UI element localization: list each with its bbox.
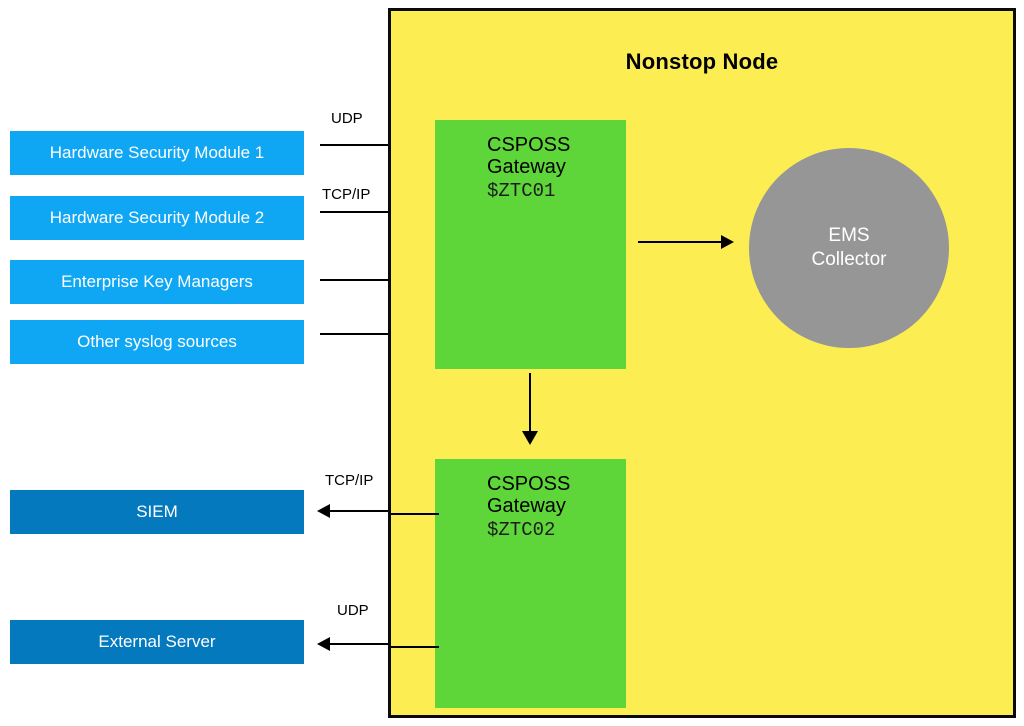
protocol-label-udp-inbound: UDP <box>331 110 363 127</box>
connector-stub-gateway2-to-siem <box>391 513 439 515</box>
connector-line-source-3 <box>320 279 420 281</box>
connector-arrowhead-destination-1 <box>317 504 330 518</box>
gateway-name: CSPOSS Gateway <box>487 473 571 518</box>
connector-arrowhead-gateway-to-collector <box>721 235 734 249</box>
source-box-label: Other syslog sources <box>77 332 237 351</box>
connector-line-destination-2 <box>330 643 430 645</box>
source-box-label: Hardware Security Module 2 <box>49 208 265 227</box>
destination-box-label: SIEM <box>136 502 178 521</box>
connector-stub-gateway2-to-external-server <box>391 646 439 648</box>
protocol-label-tcpip-inbound: TCP/IP <box>322 186 371 203</box>
destination-box-external-server[interactable]: External Server <box>10 620 304 664</box>
source-box-hardware-security-module-1[interactable]: Hardware Security Module 1 <box>10 131 304 175</box>
connector-arrowhead-gateway1-to-gateway2 <box>522 431 538 445</box>
gateway-box-ztc02[interactable]: CSPOSS Gateway $ZTC02 <box>435 459 626 708</box>
connector-line-gateway-to-collector <box>638 241 723 243</box>
connector-arrowhead-destination-2 <box>317 637 330 651</box>
connector-line-source-2 <box>320 211 420 213</box>
connector-line-source-1 <box>320 144 420 146</box>
destination-box-label: External Server <box>98 632 216 651</box>
destination-box-siem[interactable]: SIEM <box>10 490 304 534</box>
gateway-box-ztc01[interactable]: CSPOSS Gateway $ZTC01 <box>435 120 626 369</box>
protocol-label-tcpip-outbound: TCP/IP <box>325 472 374 489</box>
connector-line-gateway1-to-gateway2 <box>529 373 531 433</box>
source-box-other-syslog-sources[interactable]: Other syslog sources <box>10 320 304 364</box>
page-title: Nonstop Node <box>625 49 779 74</box>
source-box-label: Enterprise Key Managers <box>61 272 253 291</box>
gateway-process-name: $ZTC02 <box>487 518 556 541</box>
source-box-label: Hardware Security Module 1 <box>49 143 265 162</box>
gateway-text-block: CSPOSS Gateway $ZTC02 <box>487 473 570 541</box>
gateway-text-block: CSPOSS Gateway $ZTC01 <box>487 134 570 202</box>
source-box-enterprise-key-managers[interactable]: Enterprise Key Managers <box>10 260 304 304</box>
gateway-process-name: $ZTC01 <box>487 179 556 202</box>
protocol-label-udp-outbound: UDP <box>337 602 369 619</box>
connector-line-destination-1 <box>330 510 430 512</box>
ems-collector-circle[interactable]: EMS Collector <box>749 148 949 348</box>
source-box-hardware-security-module-2[interactable]: Hardware Security Module 2 <box>10 196 304 240</box>
nonstop-node-container: Nonstop Node CSPOSS Gateway $ZTC01 CSPOS… <box>388 8 1016 718</box>
gateway-name: CSPOSS Gateway <box>487 134 571 179</box>
ems-collector-label: EMS Collector <box>811 225 887 270</box>
connector-line-source-4 <box>320 333 420 335</box>
